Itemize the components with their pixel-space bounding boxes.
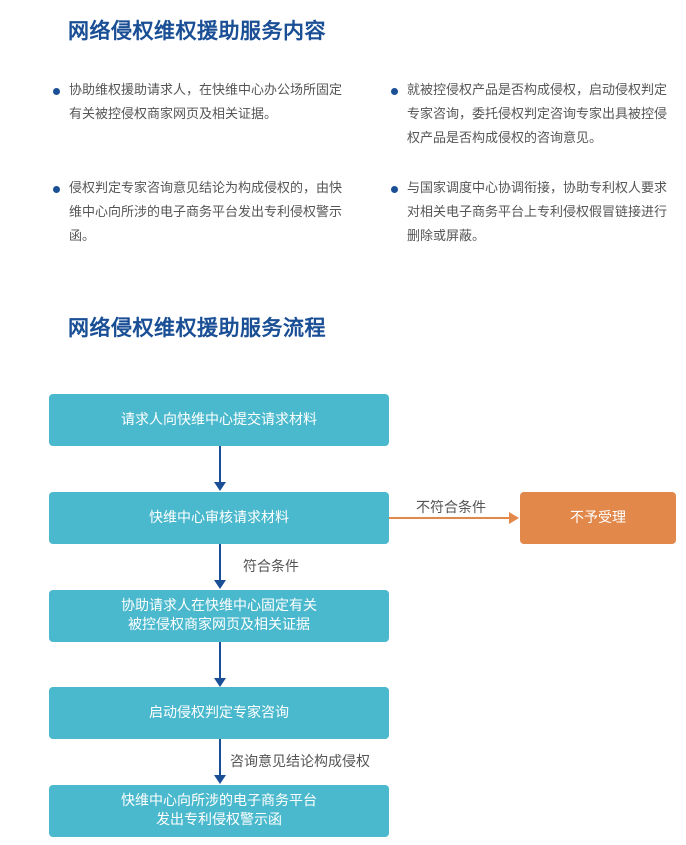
arrow-down-icon xyxy=(214,580,226,589)
flow-step-text: 启动侵权判定专家咨询 xyxy=(149,704,289,721)
list-item-text: 侵权判定专家咨询意见结论为构成侵权的，由快维中心向所涉的电子商务平台发出专利侵权… xyxy=(69,181,343,244)
bullet-dot-icon xyxy=(391,88,398,95)
section-title-process: 网络侵权维权援助服务流程 xyxy=(68,316,326,340)
section-title-content: 网络侵权维权援助服务内容 xyxy=(68,19,326,43)
bullet-dot-icon xyxy=(53,186,60,193)
list-item: 与国家调度中心协调衔接，协助专利权人要求对相关电子商务平台上专利侵权假冒链接进行… xyxy=(391,177,669,249)
flow-step-warning-letter: 快维中心向所涉的电子商务平台 发出专利侵权警示函 xyxy=(49,785,389,837)
list-item: 侵权判定专家咨询意见结论为构成侵权的，由快维中心向所涉的电子商务平台发出专利侵权… xyxy=(53,177,349,249)
flow-connector xyxy=(219,739,221,775)
arrow-down-icon xyxy=(214,775,226,784)
arrow-down-icon xyxy=(214,482,226,491)
list-item-text: 协助维权援助请求人，在快维中心办公场所固定有关被控侵权商家网页及相关证据。 xyxy=(69,83,343,122)
list-item: 协助维权援助请求人，在快维中心办公场所固定有关被控侵权商家网页及相关证据。 xyxy=(53,79,349,127)
flow-step-submit: 请求人向快维中心提交请求材料 xyxy=(49,394,389,446)
arrow-down-icon xyxy=(214,678,226,687)
flow-connector xyxy=(219,642,221,678)
flow-label-not-qualified: 不符合条件 xyxy=(416,500,486,516)
bullet-dot-icon xyxy=(53,88,60,95)
flow-label-consult-result: 咨询意见结论构成侵权 xyxy=(230,754,370,770)
flow-step-evidence: 协助请求人在快维中心固定有关 被控侵权商家网页及相关证据 xyxy=(49,590,389,642)
flow-step-text: 请求人向快维中心提交请求材料 xyxy=(121,411,317,428)
arrow-right-icon xyxy=(509,512,519,524)
flow-step-review: 快维中心审核请求材料 xyxy=(49,492,389,544)
flow-connector xyxy=(219,446,221,482)
flow-step-reject: 不予受理 xyxy=(520,492,676,544)
flow-step-text: 快维中心向所涉的电子商务平台 发出专利侵权警示函 xyxy=(121,793,317,828)
flow-connector-reject xyxy=(389,517,510,519)
flow-connector xyxy=(219,544,221,580)
flow-step-text: 不予受理 xyxy=(570,509,626,526)
list-item-text: 就被控侵权产品是否构成侵权，启动侵权判定专家咨询，委托侵权判定咨询专家出具被控侵… xyxy=(407,83,668,146)
list-item: 就被控侵权产品是否构成侵权，启动侵权判定专家咨询，委托侵权判定咨询专家出具被控侵… xyxy=(391,79,669,151)
bullet-dot-icon xyxy=(391,186,398,193)
flow-step-text: 快维中心审核请求材料 xyxy=(149,509,289,526)
flow-step-text: 协助请求人在快维中心固定有关 被控侵权商家网页及相关证据 xyxy=(121,598,317,633)
flow-step-consult: 启动侵权判定专家咨询 xyxy=(49,687,389,739)
list-item-text: 与国家调度中心协调衔接，协助专利权人要求对相关电子商务平台上专利侵权假冒链接进行… xyxy=(407,181,668,244)
flow-label-qualified: 符合条件 xyxy=(243,559,299,575)
